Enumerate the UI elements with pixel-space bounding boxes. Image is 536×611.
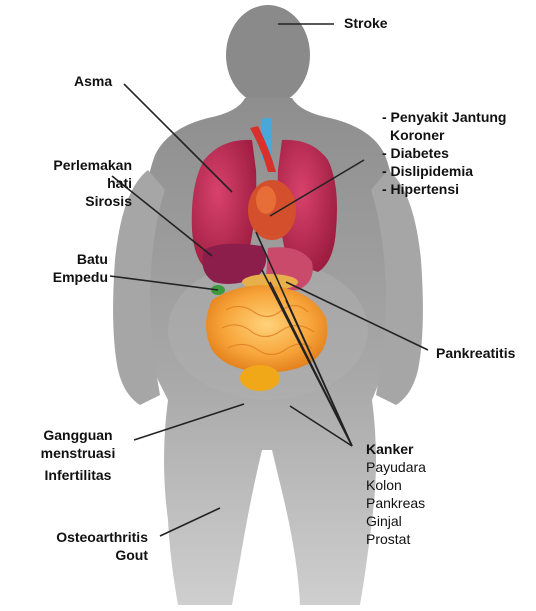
heart-highlight — [256, 186, 276, 214]
label-kanker-group: Kanker Payudara Kolon Pankreas Ginjal Pr… — [366, 440, 426, 548]
label-gangguan: Gangguan menstruasi Infertilitas — [26, 426, 130, 484]
head — [226, 5, 310, 105]
label-kanker-title: Kanker — [366, 440, 426, 458]
label-stroke: Stroke — [344, 14, 388, 32]
label-osteoarthritis: Osteoarthritis Gout — [26, 528, 148, 564]
organs — [192, 118, 337, 391]
label-kanker-item: Pankreas — [366, 494, 426, 512]
label-kanker-item: Ginjal — [366, 512, 426, 530]
label-pankreatitis: Pankreatitis — [436, 344, 515, 362]
label-batu-empedu: Batu Empedu — [10, 250, 108, 286]
label-perlemakan: Perlemakan hati Sirosis — [10, 156, 132, 210]
label-kanker-item: Payudara — [366, 458, 426, 476]
label-jantung-group: - Penyakit Jantung Koroner - Diabetes - … — [382, 108, 506, 198]
label-asma: Asma — [74, 72, 112, 90]
label-kanker-item: Prostat — [366, 530, 426, 548]
bladder — [240, 365, 280, 391]
label-kanker-item: Kolon — [366, 476, 426, 494]
